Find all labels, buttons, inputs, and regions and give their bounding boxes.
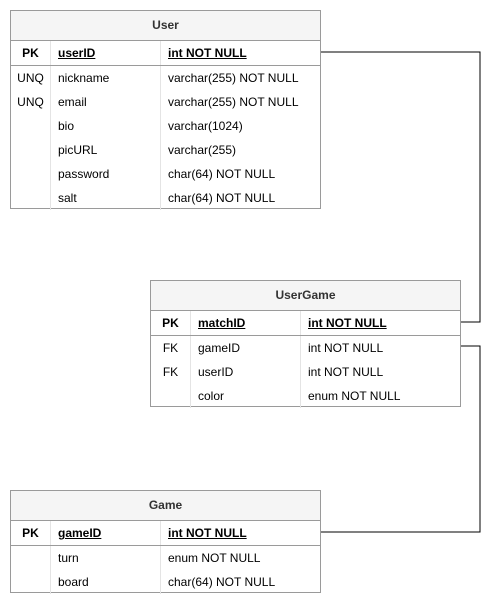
field-name: gameID [191, 336, 301, 360]
field-type: int NOT NULL [308, 365, 384, 379]
field-row[interactable]: FK userID int NOT NULL [151, 360, 460, 384]
field-type: int NOT NULL [168, 526, 247, 540]
field-row[interactable]: bio varchar(1024) [11, 114, 320, 138]
key-label [11, 186, 51, 210]
field-type: int NOT NULL [308, 316, 387, 330]
key-label: PK [11, 41, 51, 65]
field-name: salt [51, 186, 161, 210]
field-type: varchar(255) NOT NULL [168, 71, 299, 85]
field-row[interactable]: picURL varchar(255) [11, 138, 320, 162]
field-row[interactable]: turn enum NOT NULL [11, 546, 320, 570]
key-label: PK [11, 521, 51, 545]
key-label: UNQ [11, 90, 51, 114]
field-type: varchar(255) NOT NULL [168, 95, 299, 109]
field-type: enum NOT NULL [168, 551, 261, 565]
field-row[interactable]: UNQ nickname varchar(255) NOT NULL [11, 66, 320, 90]
field-type: char(64) NOT NULL [168, 575, 276, 589]
entity-title: User [11, 11, 320, 41]
entity-user[interactable]: User PK userID int NOT NULL UNQ nickname… [10, 10, 321, 210]
field-type: int NOT NULL [168, 46, 247, 60]
field-name: matchID [191, 311, 301, 335]
connector-usergame-to-game [320, 345, 481, 533]
field-row[interactable]: color enum NOT NULL [151, 384, 460, 408]
key-label [11, 546, 51, 570]
key-label [11, 138, 51, 162]
key-label [11, 114, 51, 138]
field-type: char(64) NOT NULL [168, 167, 276, 181]
field-type: int NOT NULL [308, 341, 384, 355]
key-label [11, 162, 51, 186]
field-name: board [51, 570, 161, 594]
primary-key-row[interactable]: PK userID int NOT NULL [11, 41, 320, 66]
field-row[interactable]: board char(64) NOT NULL [11, 570, 320, 594]
entity-title: UserGame [151, 281, 460, 311]
primary-key-row[interactable]: PK gameID int NOT NULL [11, 521, 320, 546]
field-type: enum NOT NULL [308, 389, 401, 403]
field-name: email [51, 90, 161, 114]
key-label: PK [151, 311, 191, 335]
field-name: bio [51, 114, 161, 138]
field-name: userID [191, 360, 301, 384]
field-name: password [51, 162, 161, 186]
field-row[interactable]: salt char(64) NOT NULL [11, 186, 320, 210]
field-name: picURL [51, 138, 161, 162]
entity-game[interactable]: Game PK gameID int NOT NULL turn enum NO… [10, 490, 321, 594]
field-name: gameID [51, 521, 161, 545]
field-type: varchar(255) [168, 143, 237, 157]
key-label: UNQ [11, 66, 51, 90]
field-row[interactable]: password char(64) NOT NULL [11, 162, 320, 186]
field-type: varchar(1024) [168, 119, 243, 133]
field-row[interactable]: UNQ email varchar(255) NOT NULL [11, 90, 320, 114]
field-name: turn [51, 546, 161, 570]
field-type: char(64) NOT NULL [168, 191, 276, 205]
key-label [151, 384, 191, 408]
connector-user-to-usergame [320, 51, 481, 323]
field-name: nickname [51, 66, 161, 90]
entity-usergame[interactable]: UserGame PK matchID int NOT NULL FK game… [150, 280, 461, 408]
primary-key-row[interactable]: PK matchID int NOT NULL [151, 311, 460, 336]
field-row[interactable]: FK gameID int NOT NULL [151, 336, 460, 360]
field-name: userID [51, 41, 161, 65]
entity-title: Game [11, 491, 320, 521]
key-label: FK [151, 336, 191, 360]
key-label [11, 570, 51, 594]
key-label: FK [151, 360, 191, 384]
field-name: color [191, 384, 301, 408]
